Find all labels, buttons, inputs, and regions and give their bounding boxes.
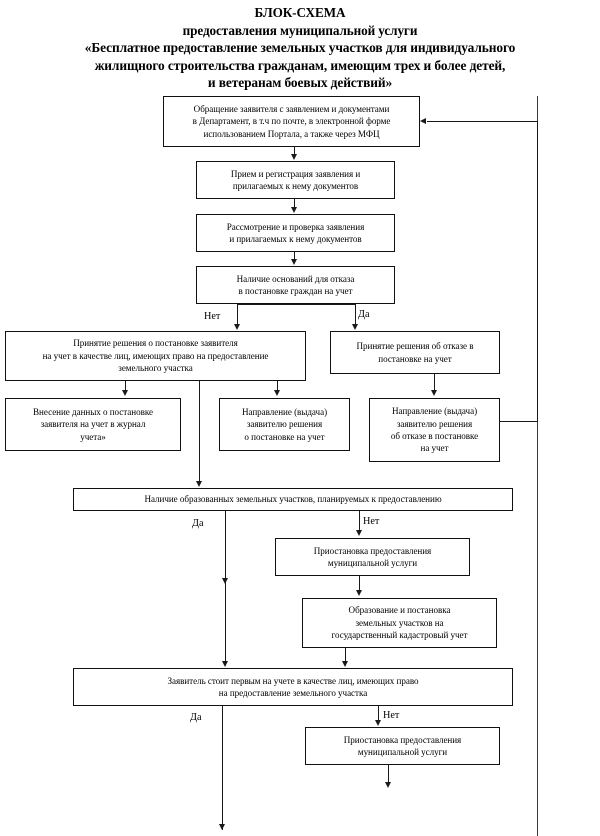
arrowhead-n12-n13 bbox=[342, 661, 348, 667]
connector-n10-n11-net bbox=[359, 511, 361, 531]
node-text: Приостановка предоставления муниципально… bbox=[313, 545, 432, 568]
arrowhead-n10-n11 bbox=[356, 530, 362, 536]
node-text: Направление (выдача) заявителю решения о… bbox=[390, 406, 479, 454]
arrowhead-n13-n14 bbox=[375, 720, 381, 726]
connector-n9-rail bbox=[500, 421, 538, 423]
node-text: Внесение данных о постановке заявителя н… bbox=[33, 406, 153, 442]
node-application-submission: Обращение заявителя с заявлением и докум… bbox=[163, 96, 420, 147]
branch-label-net-3: Нет bbox=[383, 710, 400, 721]
node-send-registration-decision: Направление (выдача) заявителю решения о… bbox=[219, 398, 350, 451]
branch-label-net-1: Нет bbox=[204, 311, 221, 322]
node-decision-refuse: Принятие решения об отказе в постановке … bbox=[330, 331, 500, 374]
connector-n6-n9 bbox=[434, 374, 436, 390]
connector-n2-n3 bbox=[294, 199, 296, 208]
node-plots-availability: Наличие образованных земельных участков,… bbox=[73, 488, 513, 511]
node-text: Направление (выдача) заявителю решения о… bbox=[241, 406, 328, 442]
node-text: Наличие оснований для отказа в постановк… bbox=[236, 273, 355, 296]
node-cadastral-registration: Образование и постановка земельных участ… bbox=[302, 598, 497, 648]
arrowhead-n1-n2 bbox=[291, 154, 297, 160]
connector-n5-n8 bbox=[277, 381, 279, 391]
connector-n10-n13-da bbox=[225, 511, 227, 665]
title-line-2: предоставления муниципальной услуги bbox=[182, 22, 418, 38]
title-line-1: БЛОК-СХЕМА bbox=[254, 5, 346, 20]
title-line-5: и ветеранам боевых действий» bbox=[207, 75, 393, 91]
connector-n11-n12 bbox=[359, 576, 361, 591]
connector-n1-n2 bbox=[294, 147, 296, 155]
arrowhead-n13-down bbox=[219, 824, 225, 830]
arrowhead-rail-n1 bbox=[420, 118, 426, 124]
branch-label-da-1: Да bbox=[358, 309, 370, 320]
arrowhead-n3-n4 bbox=[291, 259, 297, 265]
arrowhead-n5-n8 bbox=[274, 390, 280, 396]
connector-n13-n14-net bbox=[378, 706, 380, 721]
node-decision-register: Принятие решения о постановке заявителя … bbox=[5, 331, 306, 381]
connector-n5-n10 bbox=[199, 381, 201, 481]
arrowhead-n2-n3 bbox=[291, 207, 297, 213]
branch-label-da-2: Да bbox=[192, 518, 204, 529]
arrowhead-n5-n7 bbox=[122, 390, 128, 396]
page-title: БЛОК-СХЕМА предоставления муниципальной … bbox=[0, 4, 600, 92]
arrowhead-n6-n9 bbox=[431, 390, 437, 396]
arrowhead-n4-n6 bbox=[352, 324, 358, 330]
node-text: Рассмотрение и проверка заявления и прил… bbox=[226, 221, 365, 244]
title-line-3: «Бесплатное предоставление земельных уча… bbox=[84, 40, 516, 56]
connector-n14-down bbox=[388, 765, 390, 783]
connector-n4-n5 bbox=[237, 304, 239, 324]
connector-n13-down-da bbox=[222, 706, 224, 830]
connector-n4-n6 bbox=[355, 304, 357, 324]
node-refusal-grounds-decision: Наличие оснований для отказа в постановк… bbox=[196, 266, 395, 304]
arrowhead-n10-mid bbox=[222, 578, 228, 584]
node-suspend-service-1: Приостановка предоставления муниципально… bbox=[275, 538, 470, 576]
connector-rail-vertical bbox=[537, 121, 539, 422]
node-send-refusal-decision: Направление (выдача) заявителю решения о… bbox=[369, 398, 500, 462]
arrowhead-n5-n10 bbox=[196, 481, 202, 487]
node-text: Приостановка предоставления муниципально… bbox=[343, 734, 462, 757]
node-text: Наличие образованных земельных участков,… bbox=[144, 494, 442, 505]
branch-label-da-3: Да bbox=[190, 712, 202, 723]
node-text: Принятие решения об отказе в постановке … bbox=[356, 341, 474, 364]
arrowhead-n4-n5 bbox=[234, 324, 240, 330]
node-text: Образование и постановка земельных участ… bbox=[331, 605, 468, 641]
arrowhead-n11-n12 bbox=[356, 590, 362, 596]
node-registration: Прием и регистрация заявления и прилагае… bbox=[196, 161, 395, 199]
node-review: Рассмотрение и проверка заявления и прил… bbox=[196, 214, 395, 252]
node-applicant-first-in-queue: Заявитель стоит первым на учете в качест… bbox=[73, 668, 513, 706]
node-suspend-service-2: Приостановка предоставления муниципально… bbox=[305, 727, 500, 765]
arrowhead-n14-down bbox=[385, 782, 391, 788]
connector-rail-to-n1 bbox=[427, 121, 538, 123]
connector-n12-n13 bbox=[345, 648, 347, 662]
arrowhead-n10-n13 bbox=[222, 661, 228, 667]
branch-label-net-2: Нет bbox=[363, 516, 380, 527]
node-text: Заявитель стоит первым на учете в качест… bbox=[167, 675, 419, 698]
connector-n4-split bbox=[237, 304, 356, 306]
connector-n5-n7 bbox=[125, 381, 127, 391]
node-journal-entry: Внесение данных о постановке заявителя н… bbox=[5, 398, 181, 451]
connector-n3-n4 bbox=[294, 252, 296, 260]
page-border-rule bbox=[537, 96, 539, 836]
title-line-4: жилищного строительства гражданам, имеющ… bbox=[94, 57, 506, 73]
node-text: Прием и регистрация заявления и прилагае… bbox=[230, 168, 361, 191]
node-text: Принятие решения о постановке заявителя … bbox=[42, 338, 269, 374]
node-text: Обращение заявителя с заявлением и докум… bbox=[192, 103, 391, 139]
